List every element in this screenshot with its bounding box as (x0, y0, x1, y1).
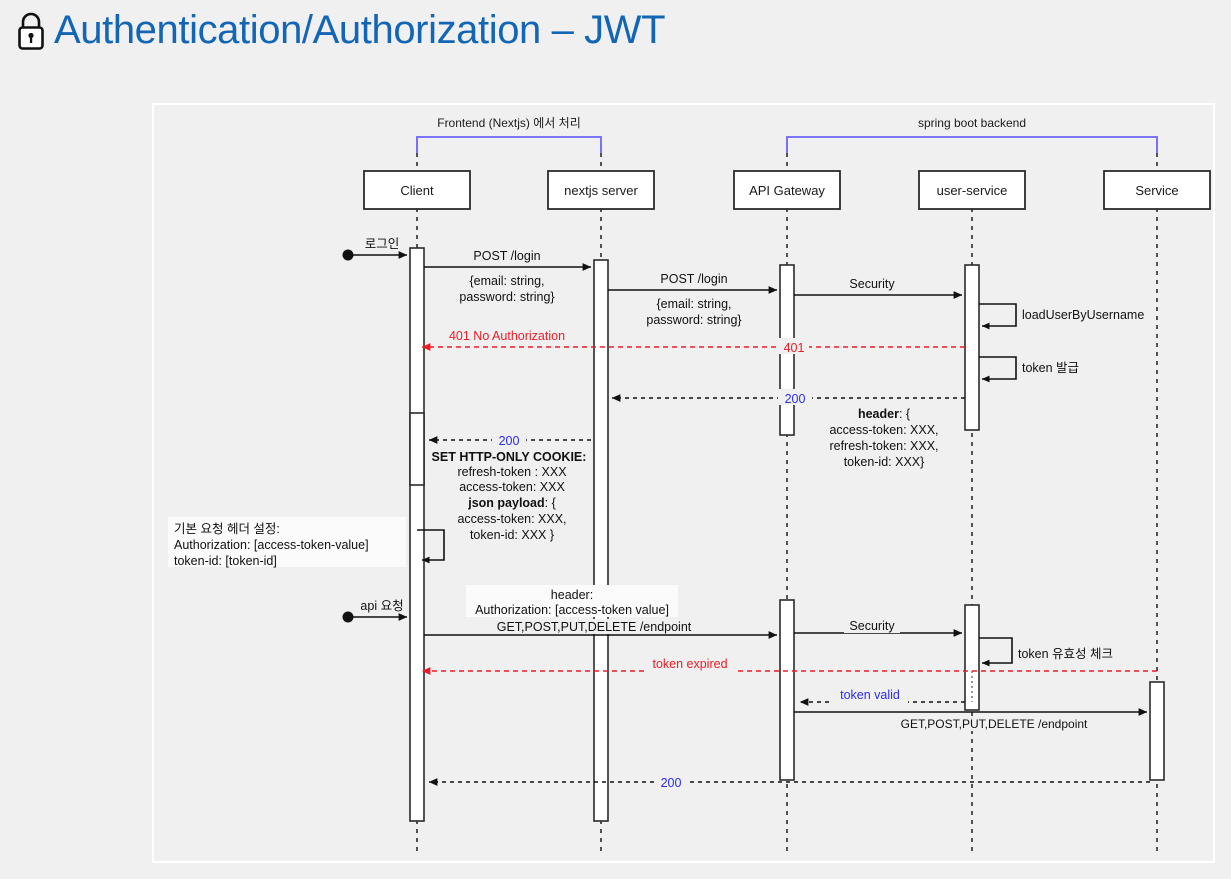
participant-gateway-label: API Gateway (749, 183, 825, 198)
header-note-title-line: header: { (858, 407, 910, 421)
participant-user-service[interactable]: user-service (918, 170, 1026, 210)
message-endpoint-1: header: Authorization: [access-token val… (424, 585, 778, 639)
message-token-check: token 유효성 체크 (979, 637, 1113, 667)
message-200-cookie: 200 SET HTTP-ONLY COOKIE: refresh-token … (428, 431, 591, 542)
payload-note-l2: token-id: XXX } (470, 528, 554, 542)
message-security-1-label: Security (849, 277, 895, 291)
message-token-check-label: token 유효성 체크 (1018, 647, 1113, 661)
message-200-c-label: 200 (661, 776, 682, 790)
header-note-l3: token-id: XXX} (844, 455, 925, 469)
header-note-l1: access-token: XXX, (829, 423, 938, 437)
message-post-login-2-label: POST /login (660, 272, 727, 286)
group-backend-label: spring boot backend (918, 116, 1026, 130)
participant-client[interactable]: Client (363, 170, 471, 210)
message-default-header-note: 기본 요청 헤더 설정: Authorization: [access-toke… (168, 517, 445, 568)
message-api-request: api 요청 (342, 599, 408, 623)
participant-nextjs-label: nextjs server (564, 183, 638, 198)
message-security-2-label: Security (849, 619, 895, 633)
message-401-label: 401 No Authorization (449, 329, 565, 343)
activation-service (1149, 681, 1165, 781)
header-note-colon: : { (899, 407, 910, 421)
endpoint-2-label-bg (904, 716, 1084, 731)
participant-userservice-label: user-service (937, 183, 1008, 198)
token-expired-bg (644, 657, 736, 673)
message-200-a-label: 200 (785, 392, 806, 406)
message-post-login-1-body-2: password: string} (459, 290, 554, 304)
group-frontend-label: Frontend (Nextjs) 에서 처리 (437, 116, 581, 130)
payload-note-colon: : { (545, 496, 556, 510)
message-security-2: Security (794, 618, 963, 637)
participant-client-label: Client (400, 183, 434, 198)
message-401-code-bg (779, 338, 809, 354)
message-token-valid-label: token valid (840, 688, 900, 702)
activation-userservice-api (964, 604, 980, 711)
participant-service-label: Service (1135, 183, 1178, 198)
page-title: Authentication/Authorization – JWT (14, 8, 666, 53)
message-security-1: Security (794, 277, 963, 299)
message-200-b-bg (492, 431, 526, 447)
sequence-diagram-svg: Frontend (Nextjs) 에서 처리 spring boot back… (168, 116, 1211, 855)
activation-client-nested (409, 412, 425, 486)
message-api-request-label: api 요청 (360, 599, 403, 613)
message-200-header: 200 header: { access-token: XXX, refresh… (611, 389, 965, 469)
message-login: 로그인 (342, 237, 408, 261)
token-valid-bg (832, 688, 908, 704)
payload-note-title: json payload (467, 496, 544, 510)
participant-nextjs-server[interactable]: nextjs server (547, 170, 655, 210)
endpoint-header-l1: header: (551, 588, 593, 602)
message-load-user-label: loadUserByUsername (1022, 308, 1144, 322)
start-dot-login (342, 249, 354, 261)
message-post-login-1-body-1: {email: string, (469, 274, 544, 288)
activation-client-main (409, 247, 425, 822)
default-header-note-l2: Authorization: [access-token-value] (174, 538, 369, 552)
participant-service[interactable]: Service (1103, 170, 1211, 210)
message-post-login-1: POST /login {email: string, password: st… (424, 249, 592, 304)
header-note-title: header (858, 407, 899, 421)
default-header-note-bg (168, 517, 406, 567)
cookie-note-title: SET HTTP-ONLY COOKIE: (432, 450, 587, 464)
activation-nextjs-main (593, 259, 609, 822)
message-401-code: 401 (784, 341, 805, 355)
message-401: 401 No Authorization 401 (421, 329, 965, 355)
payload-note-l1: access-token: XXX, (457, 512, 566, 526)
message-post-login-2: POST /login {email: string, password: st… (608, 272, 778, 327)
message-token-valid: token valid (799, 671, 973, 706)
header-note-l2: refresh-token: XXX, (829, 439, 938, 453)
page-title-text: Authentication/Authorization – JWT (54, 8, 666, 52)
participant-api-gateway[interactable]: API Gateway (733, 170, 841, 210)
group-backend: spring boot backend (786, 116, 1158, 153)
endpoint-1-label-bg (484, 619, 704, 634)
cookie-note-l2: access-token: XXX (459, 480, 565, 494)
activation-userservice-login (964, 264, 980, 431)
lock-icon (14, 10, 48, 52)
message-token-issue: token 발급 (979, 356, 1079, 383)
sequence-diagram-frame: Frontend (Nextjs) 에서 처리 spring boot back… (152, 103, 1215, 863)
message-post-login-1-label: POST /login (473, 249, 540, 263)
default-header-note-l1: 기본 요청 헤더 설정: (174, 522, 280, 536)
group-frontend: Frontend (Nextjs) 에서 처리 (416, 116, 602, 153)
endpoint-header-note-bg (466, 585, 678, 617)
message-200-a-bg (778, 389, 812, 405)
default-header-note-l3: token-id: [token-id] (174, 554, 277, 568)
message-token-expired-label: token expired (652, 657, 727, 671)
message-post-login-2-body-1: {email: string, (656, 297, 731, 311)
message-login-label: 로그인 (365, 237, 400, 251)
cookie-note-l1: refresh-token : XXX (457, 465, 567, 479)
message-200-c-bg (654, 773, 688, 789)
message-token-issue-label: token 발급 (1022, 361, 1079, 375)
security-2-label-bg (844, 618, 900, 633)
start-dot-api (342, 611, 354, 623)
message-200-b-label: 200 (499, 434, 520, 448)
payload-note-title-line: json payload: { (467, 496, 556, 510)
message-load-user: loadUserByUsername (979, 303, 1144, 330)
message-200-final: 200 (428, 773, 1150, 790)
message-endpoint-1-label: GET,POST,PUT,DELETE /endpoint (497, 620, 692, 634)
message-token-expired: token expired (421, 657, 1157, 675)
endpoint-header-l2: Authorization: [access-token value] (475, 603, 669, 617)
activation-gateway-api (779, 599, 795, 781)
message-post-login-2-body-2: password: string} (646, 313, 741, 327)
message-endpoint-2: GET,POST,PUT,DELETE /endpoint (794, 708, 1148, 731)
message-endpoint-2-label: GET,POST,PUT,DELETE /endpoint (901, 717, 1088, 731)
